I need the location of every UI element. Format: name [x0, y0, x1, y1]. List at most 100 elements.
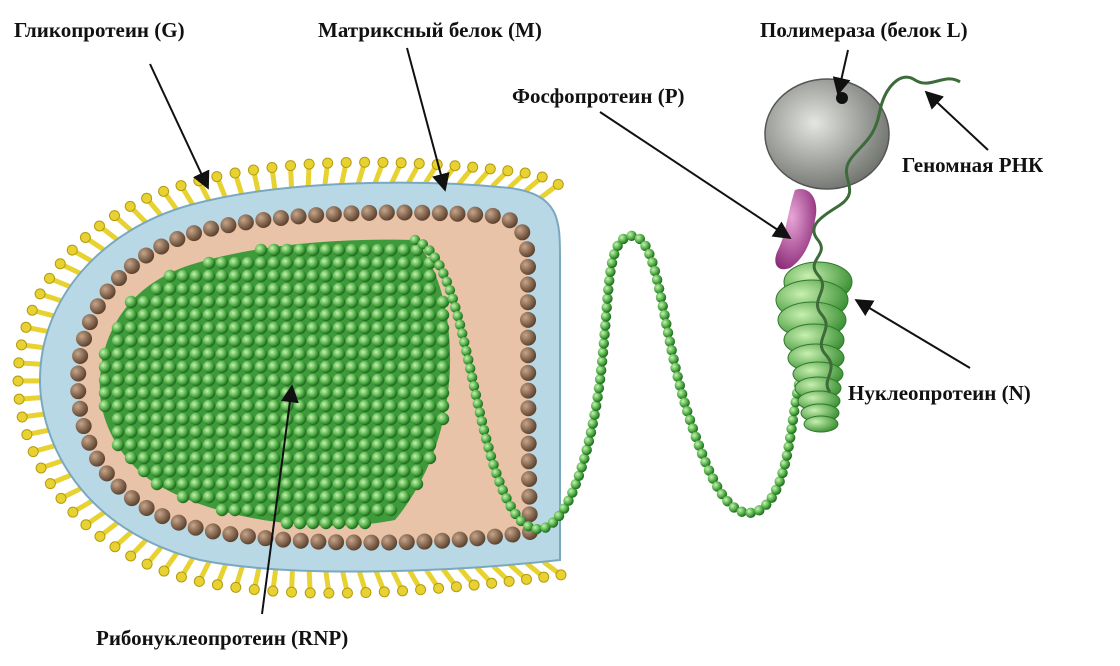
rnp-bead: [424, 387, 436, 399]
rnp-bead: [151, 283, 163, 295]
rnp-bead: [112, 413, 124, 425]
glycoprotein-spike-head: [94, 221, 104, 231]
rnp-bead: [385, 439, 397, 451]
rnp-bead: [216, 257, 228, 269]
rnp-bead: [411, 426, 423, 438]
rnp-bead: [320, 413, 332, 425]
nucleoprotein-disc: [804, 416, 838, 432]
strand-bead: [455, 320, 465, 330]
rnp-bead: [359, 296, 371, 308]
rnp-bead: [281, 257, 293, 269]
arrow-nucleoprotein: [856, 300, 970, 368]
rnp-bead: [229, 504, 241, 516]
rnp-bead: [320, 491, 332, 503]
rnp-bead: [372, 309, 384, 321]
glycoprotein-spike-head: [17, 412, 27, 422]
rnp-bead: [164, 413, 176, 425]
strand-bead: [469, 381, 479, 391]
rnp-bead: [268, 283, 280, 295]
strand-bead: [605, 267, 615, 277]
rnp-bead: [281, 348, 293, 360]
matrix-protein-bead: [432, 205, 448, 221]
rnp-bead: [411, 478, 423, 490]
strand-bead: [463, 355, 473, 365]
rnp-bead: [190, 491, 202, 503]
rnp-bead: [190, 478, 202, 490]
rnp-bead: [372, 452, 384, 464]
glycoprotein-spike-head: [553, 179, 563, 189]
rnp-bead: [359, 361, 371, 373]
rnp-bead: [411, 283, 423, 295]
rnp-bead: [203, 257, 215, 269]
rnp-bead: [359, 439, 371, 451]
rnp-bead: [359, 465, 371, 477]
rnp-bead: [372, 400, 384, 412]
glycoprotein-spike-head: [286, 161, 296, 171]
rnp-bead: [190, 335, 202, 347]
rnp-bead: [385, 426, 397, 438]
rnp-bead: [138, 322, 150, 334]
rnp-bead: [333, 257, 345, 269]
rnp-bead: [151, 335, 163, 347]
rnp-bead: [138, 452, 150, 464]
rnp-bead: [294, 244, 306, 256]
matrix-protein-bead: [328, 534, 344, 550]
rnp-bead: [398, 452, 410, 464]
rnp-bead: [320, 465, 332, 477]
glycoprotein-spike-head: [28, 447, 38, 457]
rnp-bead: [320, 309, 332, 321]
matrix-protein-bead: [72, 401, 88, 417]
rnp-bead: [151, 387, 163, 399]
matrix-protein-bead: [520, 294, 536, 310]
glycoprotein-spike-head: [22, 430, 32, 440]
rnp-bead: [229, 491, 241, 503]
rnp-bead: [268, 335, 280, 347]
glycoprotein-spike-head: [159, 566, 169, 576]
rnp-bead: [346, 348, 358, 360]
rnp-bead: [307, 517, 319, 529]
rnp-bead: [281, 309, 293, 321]
rnp-bead: [281, 517, 293, 529]
rnp-bead: [320, 517, 332, 529]
matrix-protein-bead: [76, 331, 92, 347]
strand-bead: [481, 434, 491, 444]
rnp-bead: [125, 296, 137, 308]
rnp-bead: [268, 244, 280, 256]
rnp-bead: [424, 322, 436, 334]
rnp-bead: [307, 361, 319, 373]
rnp-bead: [268, 400, 280, 412]
matrix-protein-bead: [416, 534, 432, 550]
rnp-bead: [307, 335, 319, 347]
rnp-bead: [346, 517, 358, 529]
rnp-bead: [398, 244, 410, 256]
rnp-bead: [203, 296, 215, 308]
rnp-bead: [333, 452, 345, 464]
rnp-bead: [255, 504, 267, 516]
rnp-bead: [203, 270, 215, 282]
strand-bead: [782, 450, 792, 460]
glycoprotein-spike-head: [379, 587, 389, 597]
rnp-bead: [398, 426, 410, 438]
strand-bead: [461, 346, 471, 356]
rnp-bead: [385, 374, 397, 386]
rnp-bead: [320, 387, 332, 399]
rnp-bead: [320, 335, 332, 347]
matrix-protein-bead: [171, 515, 187, 531]
rnp-bead: [190, 283, 202, 295]
rnp-bead: [359, 283, 371, 295]
matrix-protein-bead: [346, 535, 362, 551]
rnp-bead: [177, 309, 189, 321]
rnp-bead: [372, 426, 384, 438]
rnp-bead: [255, 348, 267, 360]
matrix-protein-bead: [89, 451, 105, 467]
strand-bead: [658, 301, 668, 311]
rnp-bead: [242, 426, 254, 438]
glycoprotein-spike-head: [287, 587, 297, 597]
rnp-bead: [307, 244, 319, 256]
rnp-bead: [216, 426, 228, 438]
rnp-bead: [320, 348, 332, 360]
strand-bead: [656, 292, 666, 302]
rnp-bead: [372, 257, 384, 269]
rnp-bead: [359, 322, 371, 334]
matrix-protein-bead: [310, 534, 326, 550]
